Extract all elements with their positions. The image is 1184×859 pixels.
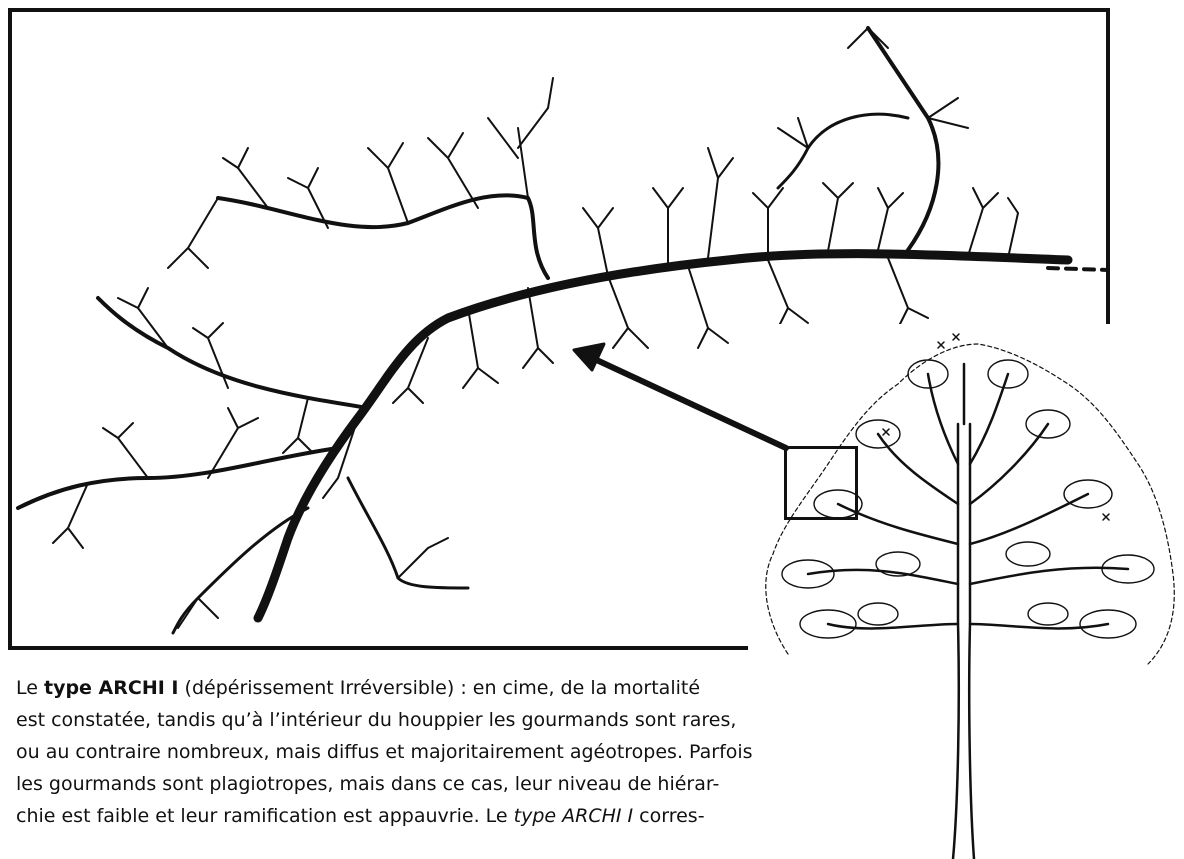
body-paragraph: Le type ARCHI I (dépérissement Irréversi… [16,672,776,832]
text-line1: (dépérissement Irréversible) : en cime, … [179,677,701,699]
main-limb-stub [1048,268,1108,270]
left-limb [98,298,368,408]
arrow-left-up-icon [588,356,786,448]
lower-left-limb [18,448,338,508]
selection-square-icon [784,446,858,520]
lower-right-limb [348,478,468,588]
arrow-head [574,344,604,370]
zoom-arrow [560,330,800,460]
text-line5-end: corres- [633,805,704,827]
text-line3: ou au contraire nombreux, mais diffus et… [16,741,753,763]
text-lead: Le [16,677,44,699]
text-line4: les gourmands sont plagiotropes, mais da… [16,773,719,795]
tree-schematic [748,324,1184,859]
text-term: type ARCHI I [44,677,179,699]
text-line5-italic: type ARCHI I [514,805,633,827]
text-line5-start: chie est faible et leur ramification est… [16,805,514,827]
text-line2: est constatée, tandis qu’à l’intérieur d… [16,709,736,731]
tree-trunk [953,424,974,859]
right-crown-limb [868,28,938,250]
right-crown-branch [778,114,908,188]
